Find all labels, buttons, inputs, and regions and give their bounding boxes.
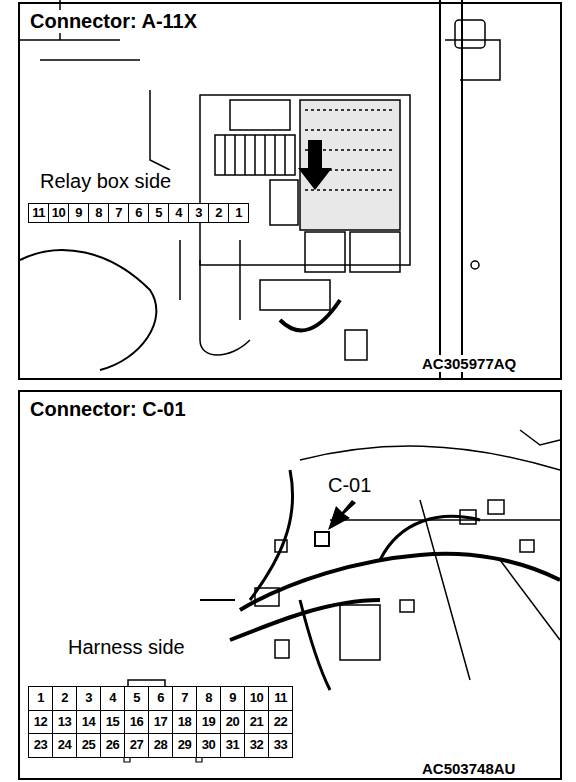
relay-box-illustration bbox=[20, 0, 500, 378]
panel-heading: Connector: A-11X bbox=[28, 10, 199, 33]
pin-number: 8 bbox=[88, 203, 109, 223]
connector-side-label: Harness side bbox=[66, 636, 187, 659]
panel-heading: Connector: C-01 bbox=[28, 398, 188, 421]
instrument-panel-illustration bbox=[200, 430, 560, 690]
pin-number: 1 bbox=[228, 203, 249, 223]
pin-number: 1 bbox=[28, 686, 53, 711]
pin-number: 11 bbox=[28, 203, 49, 223]
pin-number: 8 bbox=[196, 686, 221, 711]
pin-number: 23 bbox=[28, 733, 53, 758]
pin-number: 6 bbox=[128, 203, 149, 223]
pin-number: 31 bbox=[220, 733, 245, 758]
pin-number: 14 bbox=[76, 710, 101, 735]
pin-number: 2 bbox=[208, 203, 229, 223]
connector-callout: C-01 bbox=[326, 474, 373, 497]
connector-side-label: Relay box side bbox=[38, 170, 173, 193]
pin-number: 13 bbox=[52, 710, 77, 735]
pin-number: 9 bbox=[68, 203, 89, 223]
pin-number: 7 bbox=[172, 686, 197, 711]
pin-number: 2 bbox=[52, 686, 77, 711]
pin-number: 12 bbox=[28, 710, 53, 735]
pin-number: 11 bbox=[268, 686, 293, 711]
pin-number: 33 bbox=[268, 733, 293, 758]
pin-number: 20 bbox=[220, 710, 245, 735]
pin-number: 7 bbox=[108, 203, 129, 223]
pointer-arrow bbox=[328, 500, 356, 530]
pin-number: 19 bbox=[196, 710, 221, 735]
pin-number: 27 bbox=[124, 733, 149, 758]
pin-number: 5 bbox=[148, 203, 169, 223]
pin-number: 24 bbox=[52, 733, 77, 758]
pin-number: 25 bbox=[76, 733, 101, 758]
figure-code: AC305977AQ bbox=[420, 355, 518, 372]
pin-number: 4 bbox=[168, 203, 189, 223]
pin-number: 21 bbox=[244, 710, 269, 735]
pin-number: 28 bbox=[148, 733, 173, 758]
pin-number: 22 bbox=[268, 710, 293, 735]
pointer-arrow bbox=[298, 140, 332, 190]
figure-code: AC503748AU bbox=[420, 760, 517, 777]
pin-number: 15 bbox=[100, 710, 125, 735]
pin-number: 3 bbox=[188, 203, 209, 223]
pin-number: 29 bbox=[172, 733, 197, 758]
pin-number: 16 bbox=[124, 710, 149, 735]
pin-number: 10 bbox=[244, 686, 269, 711]
pin-number: 18 bbox=[172, 710, 197, 735]
pin-number: 26 bbox=[100, 733, 125, 758]
pin-number: 10 bbox=[48, 203, 69, 223]
pin-number: 30 bbox=[196, 733, 221, 758]
pin-number: 17 bbox=[148, 710, 173, 735]
pin-number: 9 bbox=[220, 686, 245, 711]
pin-number: 3 bbox=[76, 686, 101, 711]
pin-number: 6 bbox=[148, 686, 173, 711]
pin-number: 32 bbox=[244, 733, 269, 758]
pin-number: 5 bbox=[124, 686, 149, 711]
pin-number: 4 bbox=[100, 686, 125, 711]
